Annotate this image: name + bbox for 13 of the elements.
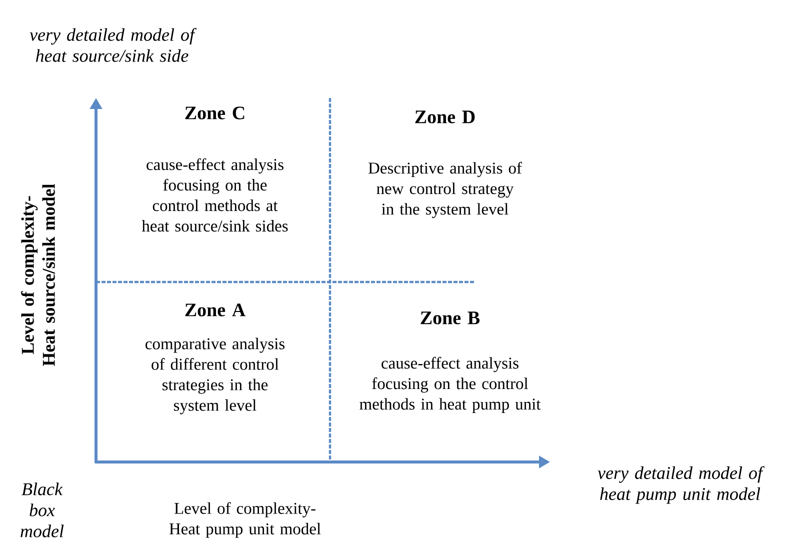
- zone-description: cause-effect analysis focusing on the control methods in heat pump unit: [360, 356, 541, 414]
- axis-title: Level of complexity-Heat source/sink model: [21, 184, 55, 366]
- zone-description: cause-effect analysis focusing on the control methods at heat source/sink sides: [142, 158, 288, 232]
- zone-title: Zone A: [185, 304, 246, 316]
- zone-description: comparative analysis of different control strategies in the system level: [146, 338, 285, 414]
- zone-title: Zone C: [185, 106, 244, 120]
- zone-description: Descriptive analysis of new control strategy in the system level: [368, 162, 522, 218]
- zone-title: Zone B: [420, 312, 480, 324]
- axis-title: Level of complexity-Heat pump unit model: [169, 502, 321, 538]
- zone-title: Zone D: [415, 110, 475, 124]
- axis-end-label: very detailed model of heat pump unit model: [598, 466, 765, 504]
- axis-end-label: very detailed model of heat source/sink side: [30, 28, 197, 62]
- axis-end-label: Black box model: [20, 482, 64, 538]
